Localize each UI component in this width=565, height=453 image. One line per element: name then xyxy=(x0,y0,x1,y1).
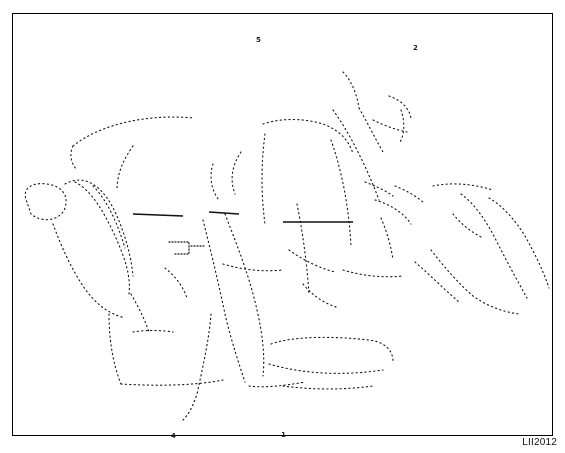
figure-code: LII2012 xyxy=(522,437,557,448)
figure-frame: 5 2 4 1 xyxy=(12,13,553,440)
callout-4: 4 xyxy=(171,432,176,440)
vehicle-interior-line-drawing xyxy=(24,71,550,421)
callout-1: 1 xyxy=(281,431,286,439)
callout-2: 2 xyxy=(413,44,418,52)
callout-5: 5 xyxy=(256,36,261,44)
